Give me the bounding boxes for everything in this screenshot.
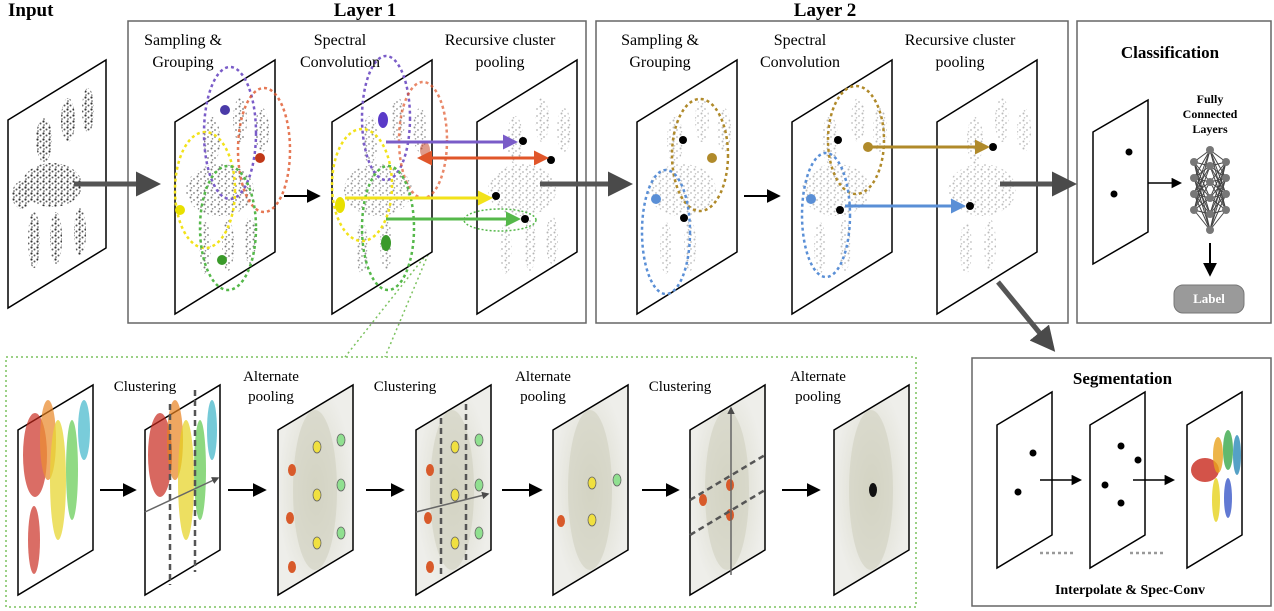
fc-edge xyxy=(1209,177,1227,231)
segmentation-panel xyxy=(971,357,1272,607)
input-point-cloud-plane xyxy=(7,58,107,310)
detail-step-clustering-1: Clustering xyxy=(113,379,177,395)
segmentation-plane-2 xyxy=(1089,390,1146,570)
layer1-panel xyxy=(127,20,587,324)
input-title: Input xyxy=(8,0,54,21)
fc-edge xyxy=(1209,209,1227,231)
label-text: Label xyxy=(1193,291,1225,306)
fc-layers-label: Fully Connected Layers xyxy=(1182,92,1238,136)
layer1-title: Layer 1 xyxy=(333,0,397,21)
fc-edge xyxy=(1193,165,1211,211)
fc-edge xyxy=(1193,149,1211,179)
fc-edge xyxy=(1193,181,1211,211)
classification-panel xyxy=(1076,20,1272,324)
classification-title: Classification xyxy=(1120,43,1220,62)
fc-edge xyxy=(1193,209,1211,231)
detail-step-pooling-2: Alternate pooling xyxy=(515,369,571,405)
zoom-line-right xyxy=(384,249,431,358)
label-box xyxy=(1173,284,1245,314)
layer2-sampling-plane xyxy=(636,58,738,316)
detail-pool1-plane xyxy=(277,383,354,597)
layer2-pooling-plane xyxy=(936,58,1038,316)
detail-colored-cloud-plane xyxy=(17,383,94,597)
layer1-spectral-label: Spectral Convolution xyxy=(299,32,380,71)
fc-edge xyxy=(1193,149,1211,195)
layer1-sampling-plane xyxy=(173,58,292,316)
fc-edge xyxy=(1209,161,1227,199)
detail-step-pooling-1: Alternate pooling xyxy=(243,369,299,405)
layer1-pooling-label: Recursive cluster pooling xyxy=(444,32,556,71)
detail-step-pooling-3: Alternate pooling xyxy=(790,369,846,405)
layer2-to-segmentation-arrow xyxy=(996,280,1056,352)
detail-cluster3-plane xyxy=(689,383,766,597)
fc-edge xyxy=(1209,193,1227,231)
fc-edge xyxy=(1209,161,1227,231)
detail-cluster2-plane xyxy=(415,383,492,597)
classification-plane xyxy=(1092,98,1149,266)
detail-pool3-plane xyxy=(833,383,910,597)
layer2-title: Layer 2 xyxy=(793,0,857,21)
layer1-pooling-plane xyxy=(463,58,578,316)
fc-edge xyxy=(1193,149,1211,211)
segmentation-caption: Interpolate & Spec-Conv xyxy=(1054,583,1206,598)
neural-network-icon xyxy=(1190,146,1230,234)
layer2-spectral-label: Spectral Convolution xyxy=(759,32,840,71)
segmentation-plane-1 xyxy=(996,390,1053,570)
detail-pool2-plane xyxy=(552,383,629,597)
detail-panel xyxy=(5,356,917,608)
layer2-spectral-plane xyxy=(791,58,893,316)
layer2-sampling-label: Sampling & Grouping xyxy=(621,32,699,71)
layer1-spectral-plane xyxy=(330,54,449,316)
segmentation-title: Segmentation xyxy=(1072,369,1173,388)
fc-edge xyxy=(1209,161,1227,215)
layer2-pooling-label: Recursive cluster pooling xyxy=(904,32,1016,71)
layer1-sampling-label: Sampling & Grouping xyxy=(144,32,222,71)
detail-step-clustering-3: Clustering xyxy=(648,379,712,395)
detail-cluster1-plane xyxy=(144,383,221,597)
segmentation-output-plane xyxy=(1186,390,1243,570)
detail-step-clustering-2: Clustering xyxy=(373,379,437,395)
fc-edge xyxy=(1209,161,1227,183)
